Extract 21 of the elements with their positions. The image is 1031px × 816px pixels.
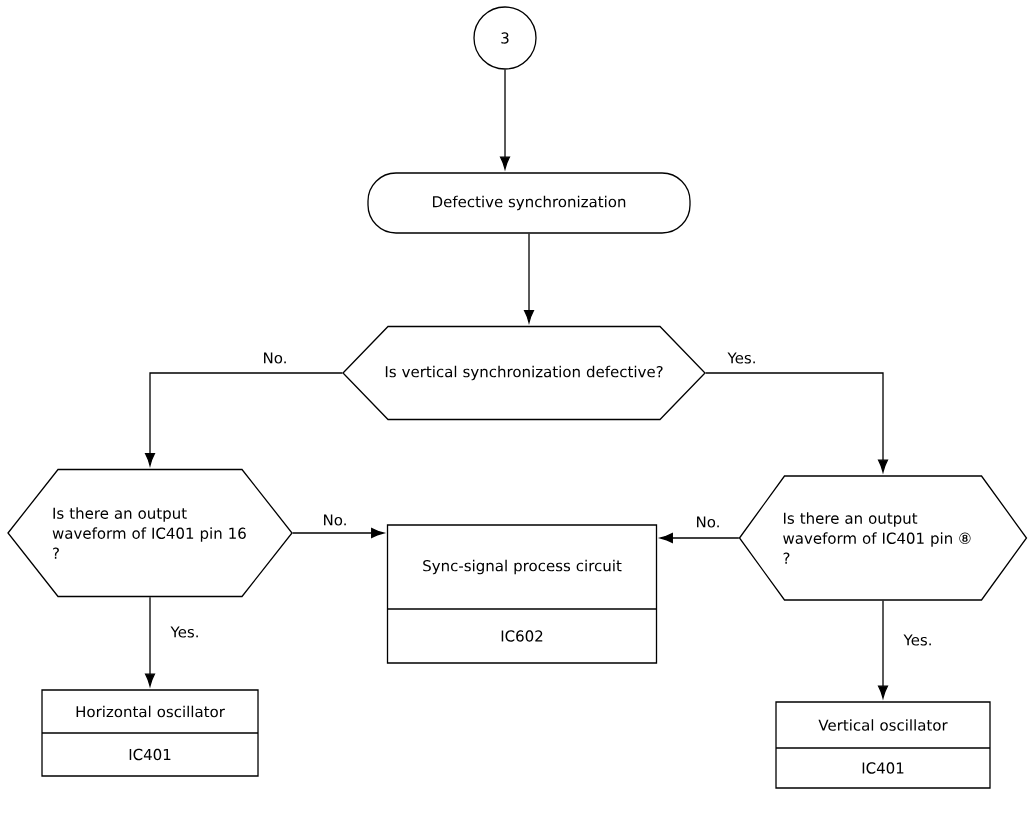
process-box: Horizontal oscillator IC401 [41, 689, 259, 777]
arrow [145, 596, 156, 687]
edge-label: Yes. [901, 632, 935, 648]
decision-hexagon: Is there an output waveform of IC401 pin 16 ? [7, 468, 293, 598]
edge-label: Yes. [725, 350, 759, 366]
process-box: Sync-signal process circuit IC602 [386, 524, 658, 664]
terminal-box: Defective synchronization [367, 172, 691, 234]
edge-label: No. [693, 514, 723, 530]
edge-label: No. [320, 512, 350, 528]
arrow [145, 372, 343, 466]
process-box: Vertical oscillator IC401 [775, 701, 991, 789]
arrow [877, 600, 889, 699]
decision-hexagon: Is there an output waveform of IC401 pin ⑧ ? [738, 475, 1028, 601]
arrow [292, 527, 384, 539]
edge-label: Yes. [168, 624, 202, 640]
arrow [523, 233, 535, 323]
arrow [660, 532, 740, 544]
arrow [499, 69, 511, 170]
decision-hexagon: Is vertical synchronization defective? [342, 325, 706, 421]
arrow [705, 372, 889, 473]
edge-label: No. [260, 350, 290, 366]
